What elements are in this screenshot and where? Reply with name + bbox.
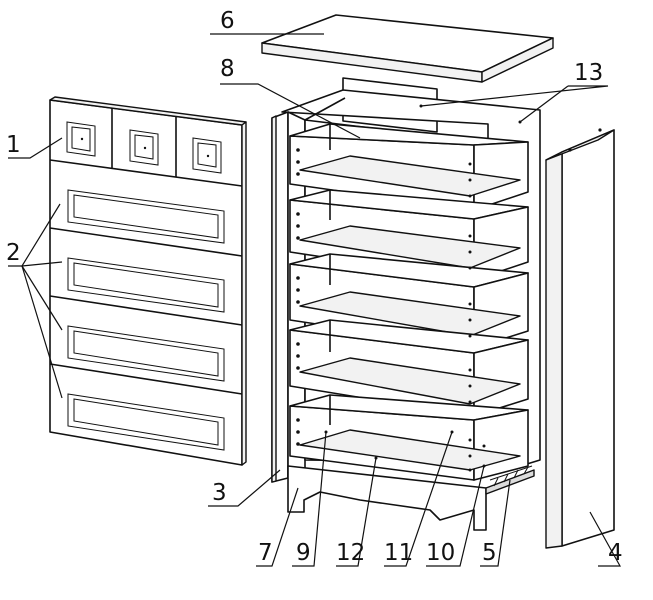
label-6: 6	[220, 8, 235, 34]
label-11: 11	[384, 540, 413, 566]
label-5: 5	[482, 540, 497, 566]
label-2: 2	[6, 240, 21, 266]
plinth	[287, 465, 535, 531]
label-12: 12	[336, 540, 365, 566]
label-1: 1	[6, 132, 21, 158]
label-3: 3	[212, 480, 227, 506]
label-13: 13	[574, 60, 603, 86]
label-7: 7	[258, 540, 273, 566]
part-labels: 1 2 3 4 5 6 7 8 9 10 11 12 13	[6, 8, 623, 566]
label-9: 9	[296, 540, 311, 566]
drawer-boxes	[289, 104, 529, 481]
side-panel-right	[545, 128, 615, 549]
leader-lines	[8, 33, 622, 567]
label-10: 10	[426, 540, 455, 566]
label-4: 4	[608, 540, 623, 566]
top-panel	[261, 14, 554, 83]
drawer-front-panels	[49, 96, 247, 466]
label-8: 8	[220, 56, 235, 82]
